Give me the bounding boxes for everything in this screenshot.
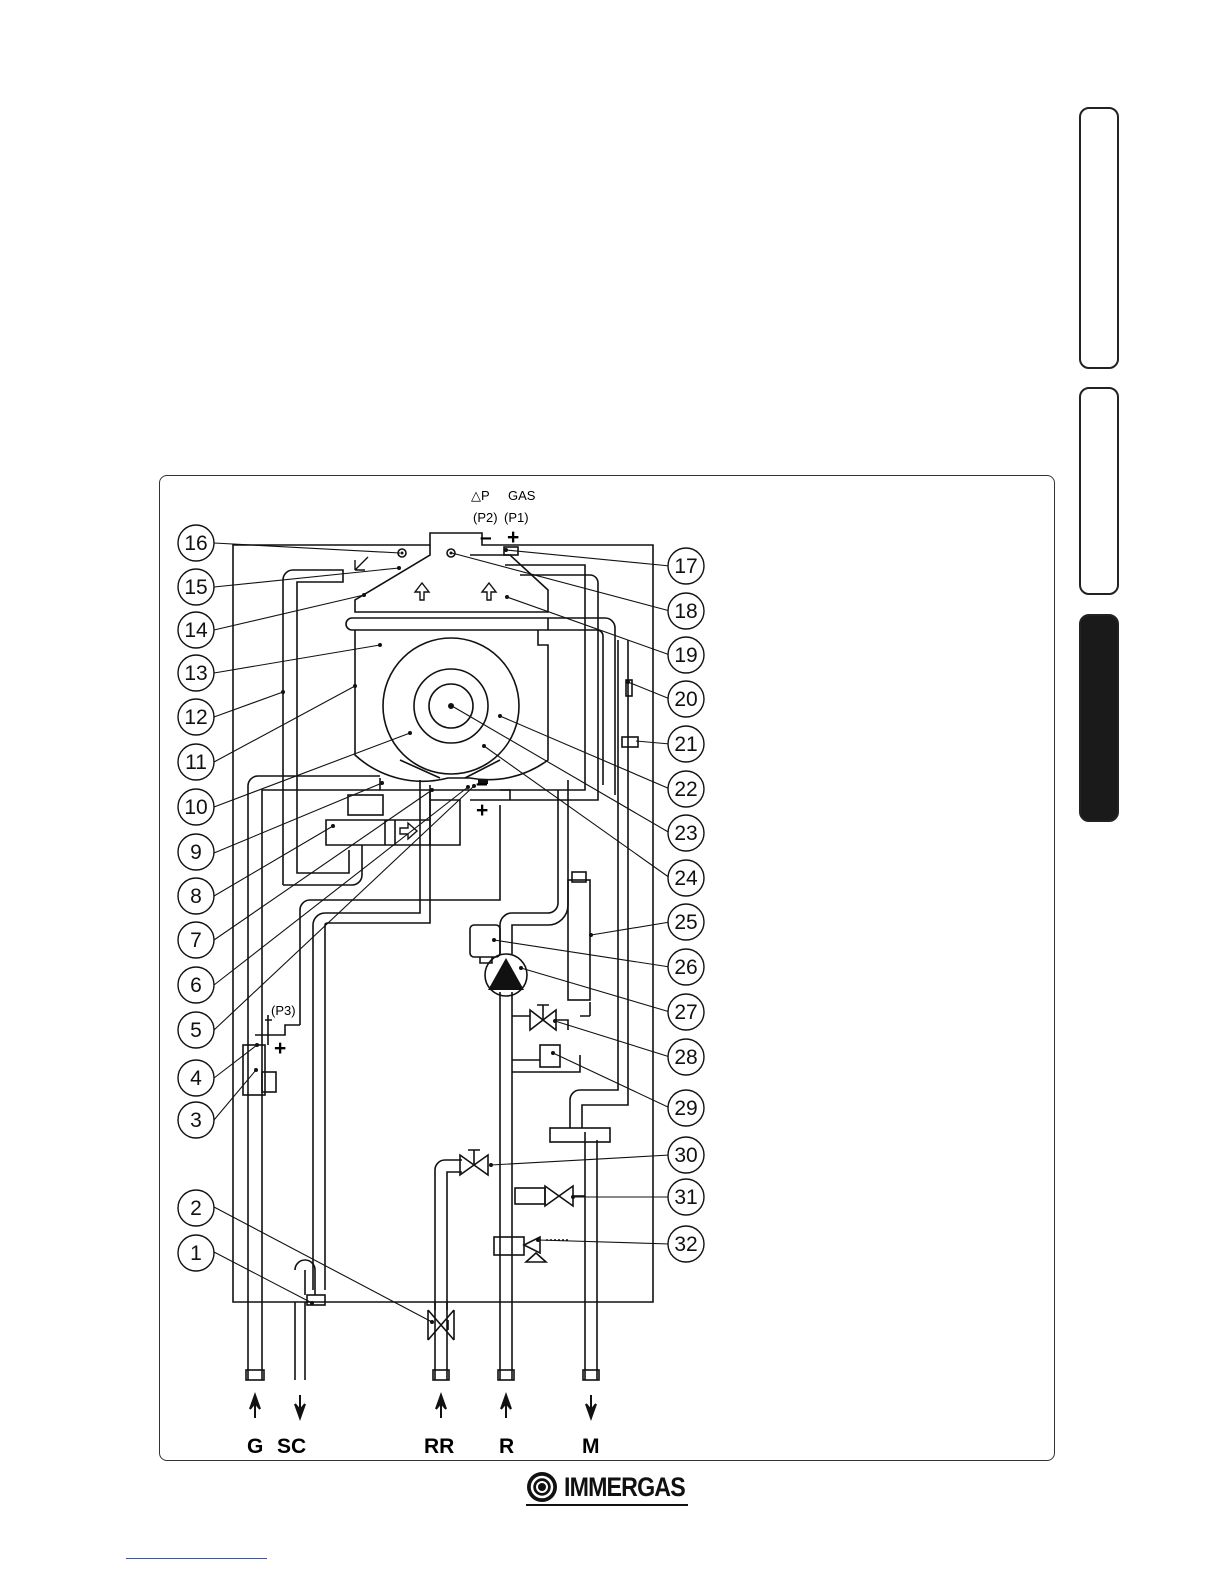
flue-pipe-left [283,570,362,885]
label-delta-p: △P [471,488,490,503]
callout-29: 29 [668,1090,704,1126]
connection-label-r: R [499,1435,514,1458]
label-p3: (P3) [271,1003,296,1018]
connection-label-rr: RR [424,1435,454,1458]
callout-number: 27 [674,1001,697,1024]
callout-number: 10 [184,796,207,819]
callout-30: 30 [668,1137,704,1173]
callout-31: 31 [668,1179,704,1215]
callout-21: 21 [668,726,704,762]
callout-number: 26 [674,956,697,979]
rr-pipe [435,1160,462,1310]
callout-number: 17 [674,555,697,578]
callout-3: 3 [178,1102,214,1138]
callout-number: 30 [674,1144,697,1167]
callout-number: 32 [674,1233,697,1256]
component-21 [622,737,638,747]
callout-11: 11 [178,744,214,780]
callout-1: 1 [178,1235,214,1271]
filling-valve [515,1188,545,1204]
callout-18: 18 [668,593,704,629]
callout-16: 16 [178,525,214,561]
callout-number: 23 [674,822,697,845]
footer-link-rule [126,1558,267,1559]
callout-13: 13 [178,655,214,691]
callout-number: 12 [184,706,207,729]
callout-8: 8 [178,878,214,914]
callout-number: 2 [190,1197,202,1220]
relief-valve-body [494,1237,524,1255]
label-plus-burner: + [476,799,488,822]
label-gas: GAS [508,488,536,503]
callout-26: 26 [668,949,704,985]
callout-19: 19 [668,637,704,673]
connection-label-sc: SC [277,1435,306,1458]
callout-14: 14 [178,612,214,648]
callout-number: 28 [674,1046,697,1069]
callout-number: 29 [674,1097,697,1120]
callout-number: 8 [190,885,202,908]
condensate-pipe [313,925,325,1290]
label-p1: (P1) [504,510,529,525]
logo-text: IMMERGAS [564,1472,685,1503]
callout-22: 22 [668,771,704,807]
logo-underline [526,1504,688,1506]
callout-number: 22 [674,778,697,801]
callout-number: 4 [190,1067,202,1090]
label-p2: (P2) [473,510,498,525]
callout-32: 32 [668,1226,704,1262]
heat-exchanger [346,618,548,630]
expansion-vessel [568,880,590,1000]
callout-number: 24 [674,867,698,890]
callout-27: 27 [668,994,704,1030]
callout-number: 9 [190,841,202,864]
callout-number: 7 [190,929,202,952]
callout-number: 19 [674,644,697,667]
label-plus-top: + [507,526,519,549]
callout-number: 16 [184,532,207,555]
flow-switch [540,1045,560,1067]
callout-28: 28 [668,1039,704,1075]
callout-number: 6 [190,974,202,997]
label-minus: – [480,526,492,549]
callout-6: 6 [178,967,214,1003]
callout-2: 2 [178,1190,214,1226]
connection-label-m: M [582,1435,600,1458]
callout-number: 25 [674,911,697,934]
callout-23: 23 [668,815,704,851]
callout-number: 18 [674,600,697,623]
callout-15: 15 [178,569,214,605]
callout-number: 21 [674,733,697,756]
label-plus-gasvalve: + [274,1037,286,1060]
callout-20: 20 [668,681,704,717]
callout-25: 25 [668,904,704,940]
callout-4: 4 [178,1060,214,1096]
callout-7: 7 [178,922,214,958]
callout-5: 5 [178,1012,214,1048]
callout-number: 13 [184,662,207,685]
m-flow-pipe [585,1132,597,1302]
callout-number: 15 [184,576,207,599]
callout-number: 11 [185,751,207,774]
callout-12: 12 [178,699,214,735]
callout-24: 24 [668,860,704,896]
callout-number: 5 [190,1019,202,1042]
callout-9: 9 [178,834,214,870]
logo-emblem-icon [526,1470,560,1504]
callout-number: 20 [674,688,697,711]
callout-number: 14 [184,619,208,642]
callout-number: 31 [674,1186,697,1209]
label-minus-burner: – [476,772,488,795]
brand-logo: IMMERGAS [526,1468,688,1508]
callout-number: 3 [190,1109,202,1132]
gas-valve-body [326,790,430,845]
callout-17: 17 [668,548,704,584]
flue-hood [355,545,548,612]
callout-10: 10 [178,789,214,825]
connection-label-g: G [247,1435,263,1458]
callout-number: 1 [190,1242,202,1265]
